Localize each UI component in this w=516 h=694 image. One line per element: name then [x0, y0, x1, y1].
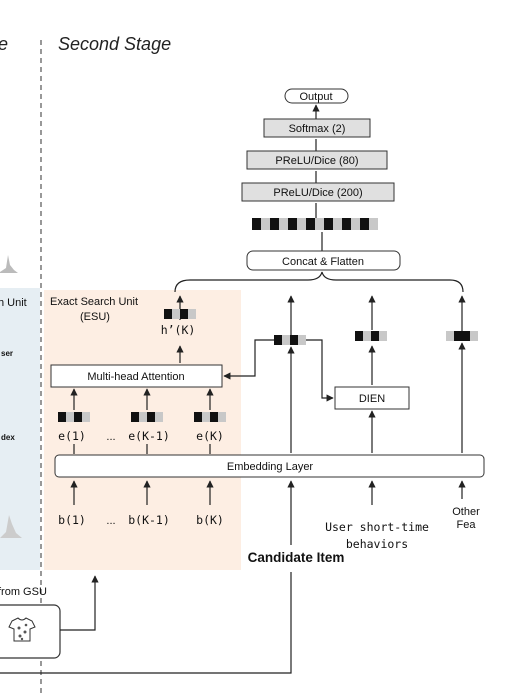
- gsu-plot-bottom: [0, 515, 22, 538]
- gsu-row-index: dex: [1, 433, 15, 442]
- ekm1-label: e(K-1): [128, 429, 170, 443]
- dien-box: [334, 386, 410, 410]
- candidate-to-attention-arrow: [223, 339, 274, 380]
- esu-panel: [44, 290, 241, 570]
- first-stage-label: e: [0, 34, 8, 54]
- candidate-item-label: Candidate Item: [248, 550, 345, 565]
- embedding-label: Embedding Layer: [227, 461, 314, 473]
- user-behaviors-line1: User short-time: [325, 520, 429, 534]
- prelu200-box: [241, 182, 395, 202]
- prelu80-box: [246, 150, 388, 170]
- output-label: Output: [299, 91, 332, 103]
- ek-label: e(K): [196, 429, 224, 443]
- output-box: [284, 88, 349, 104]
- candidate-vector: [274, 335, 306, 345]
- other-fea-vector: [446, 331, 478, 341]
- dien-output-vector: [355, 331, 387, 341]
- embedding-box: [54, 454, 485, 478]
- hk-vector: [164, 309, 196, 319]
- prelu80-label: PReLU/Dice (80): [275, 155, 358, 167]
- attention-box: [50, 364, 223, 388]
- b-dots: ...: [106, 515, 115, 527]
- esu-title: Exact Search Unit: [50, 296, 138, 308]
- candidate-shirt-icon: [8, 617, 36, 642]
- concat-label: Concat & Flatten: [282, 256, 364, 268]
- other-fea-line2: Fea: [457, 519, 477, 531]
- second-stage-label: Second Stage: [58, 34, 171, 54]
- softmax-label: Softmax (2): [289, 123, 346, 135]
- gsu-feedback-line: [0, 572, 292, 674]
- ek-vector: [194, 412, 226, 422]
- ekm1-vector: [131, 412, 163, 422]
- e1-label: e(1): [58, 429, 86, 443]
- concat-box: [246, 250, 401, 271]
- e1-vector: [58, 412, 90, 422]
- e-dots: ...: [106, 431, 115, 443]
- esu-abbr: (ESU): [80, 311, 110, 323]
- prelu200-label: PReLU/Dice (200): [273, 187, 362, 199]
- gsu-plot-top: [0, 255, 18, 273]
- dien-label: DIEN: [359, 393, 385, 405]
- gsu-panel: [0, 288, 40, 570]
- gsu-row-user: ser: [1, 349, 13, 358]
- other-fea-line1: Other: [452, 506, 480, 518]
- from-gsu-label: from GSU: [0, 586, 47, 598]
- flat-vector: [252, 218, 378, 230]
- b1-label: b(1): [58, 513, 86, 527]
- concat-brace: [174, 271, 464, 293]
- gsu-unit-label: h Unit: [0, 297, 27, 309]
- bkm1-label: b(K-1): [128, 513, 170, 527]
- gsu-to-esu-arrow: [60, 575, 99, 631]
- hk-label: h’(K): [161, 323, 196, 337]
- attention-label: Multi-head Attention: [87, 371, 184, 383]
- bk-label: b(K): [196, 513, 224, 527]
- user-behaviors-line2: behaviors: [346, 537, 408, 551]
- candidate-to-dien-arrow: [306, 339, 334, 402]
- softmax-box: [263, 118, 371, 138]
